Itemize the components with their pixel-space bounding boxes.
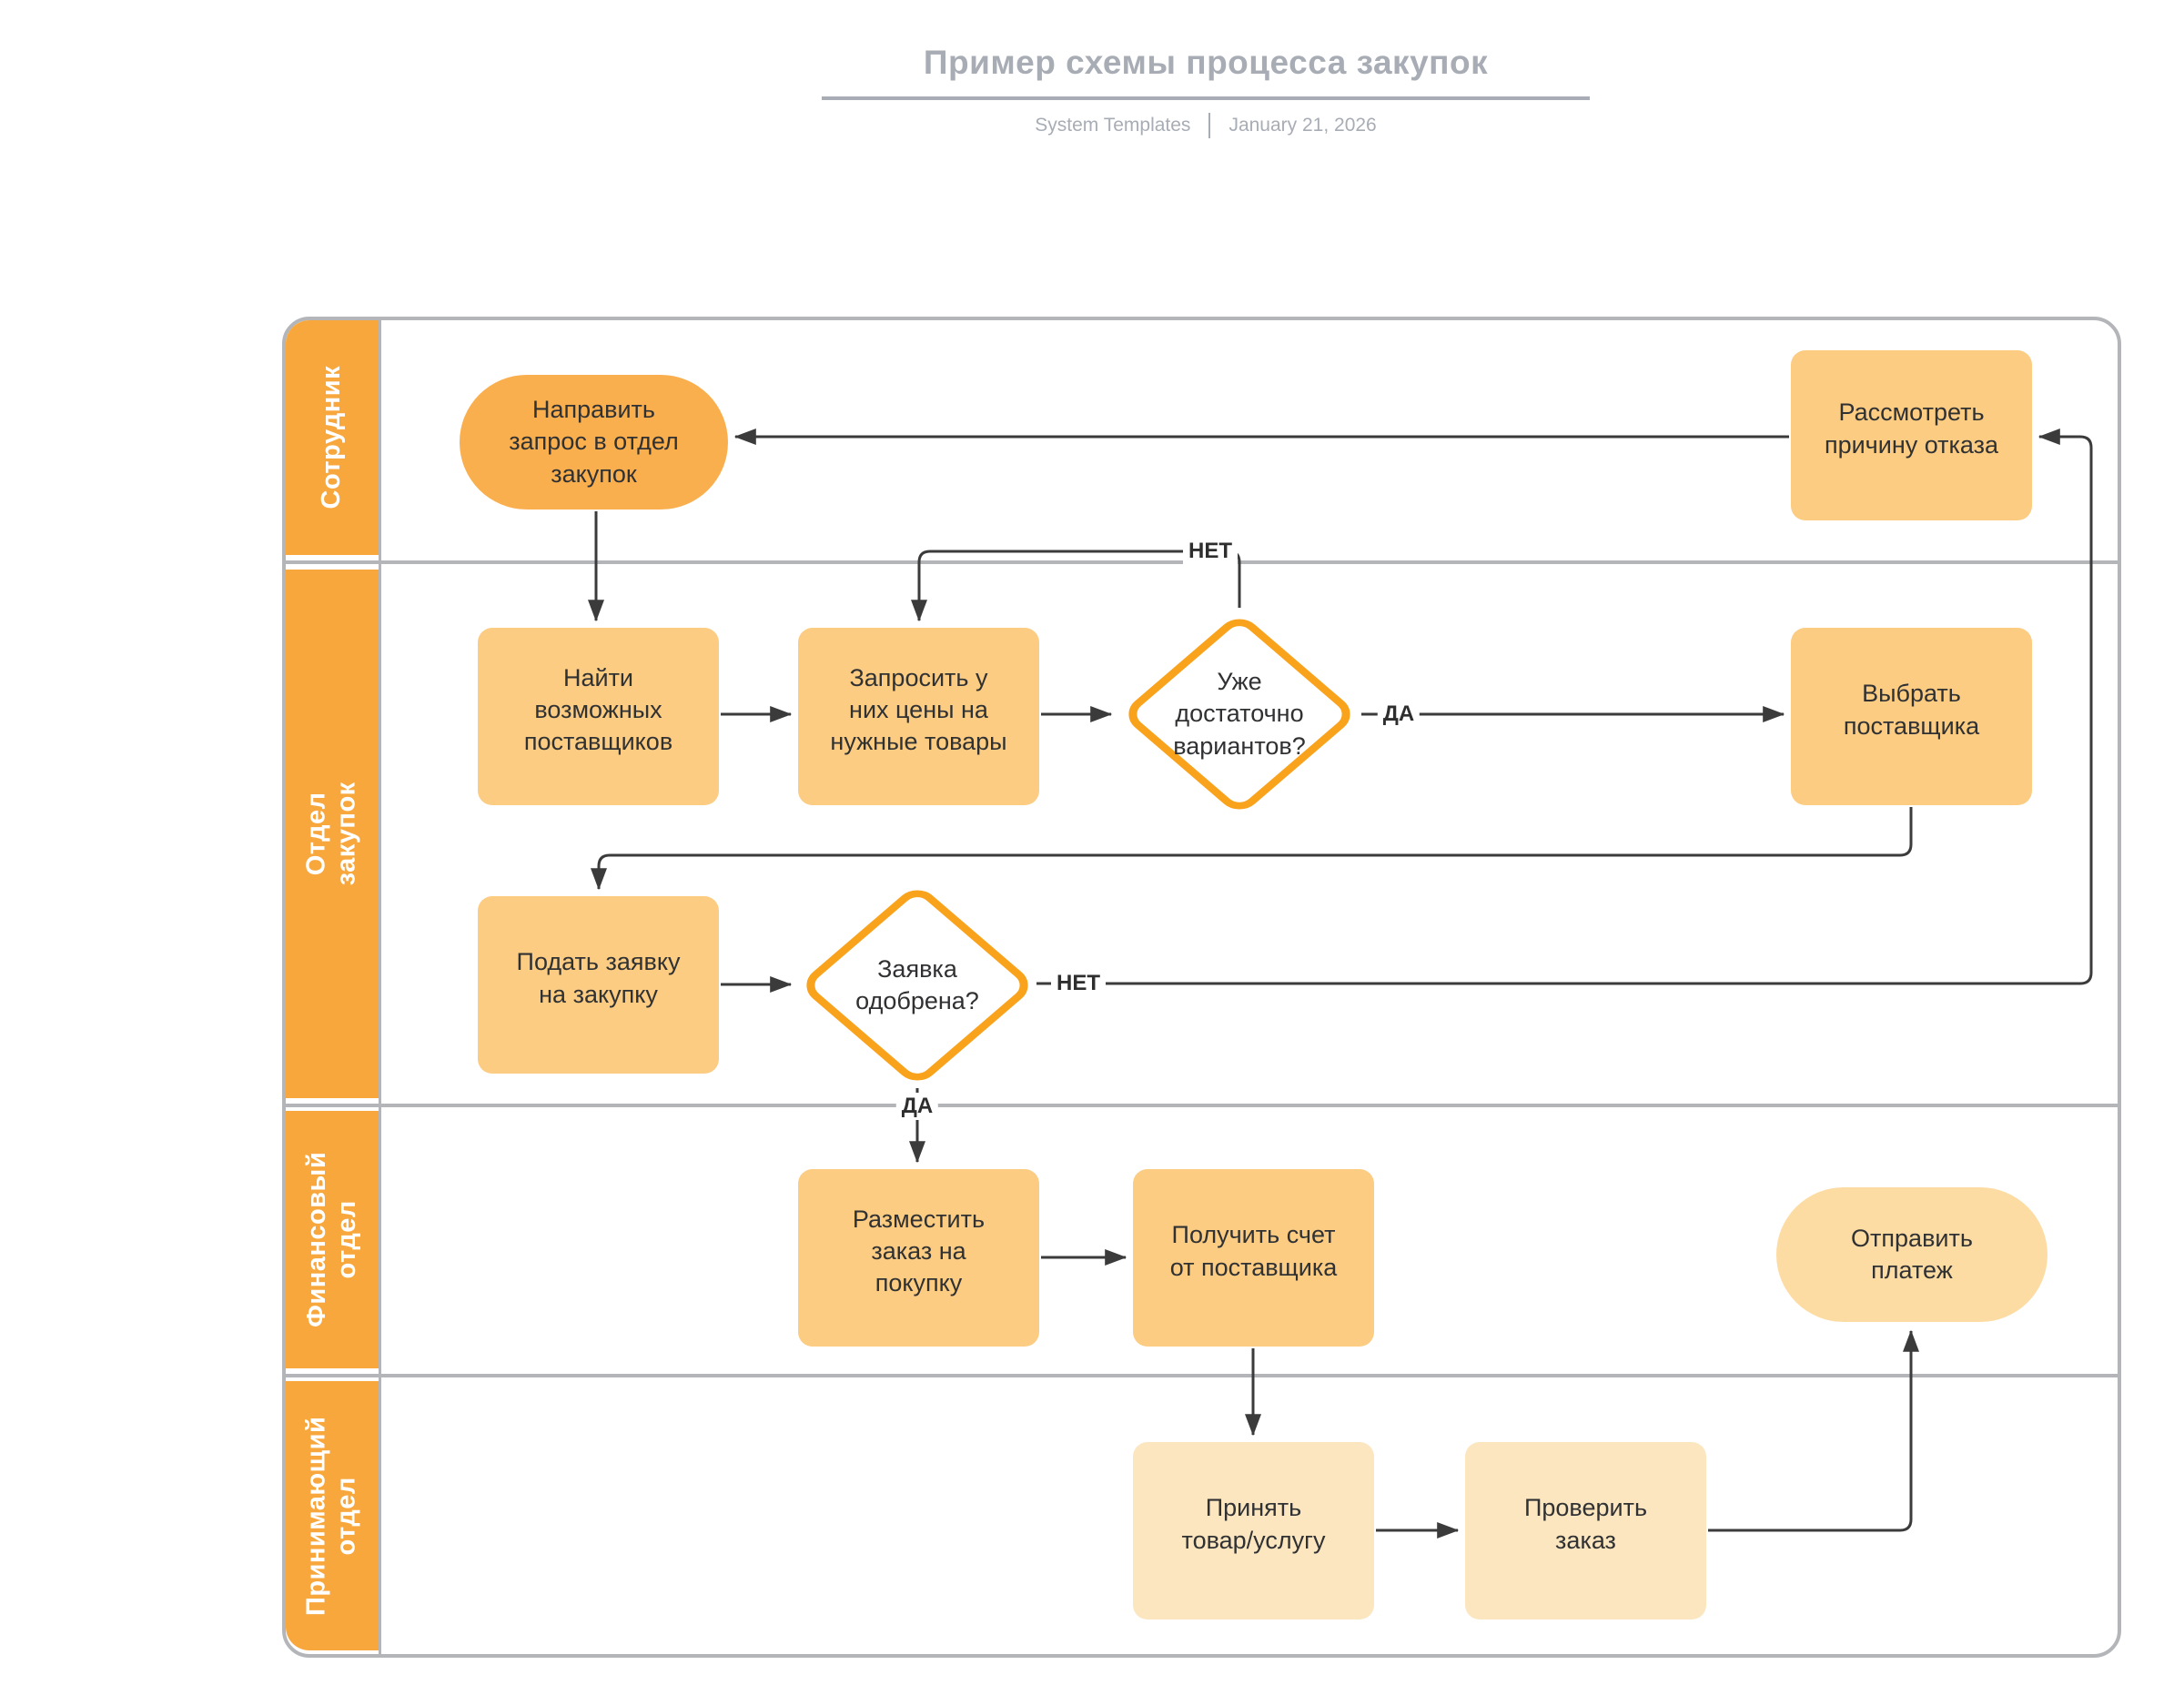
node-send-payment-label: Отправить платеж	[1851, 1224, 1973, 1284]
node-verify-order[interactable]: Проверить заказ	[1465, 1442, 1706, 1619]
page-author: System Templates	[1035, 115, 1191, 136]
node-accept-goods[interactable]: Принять товар/услугу	[1133, 1442, 1374, 1619]
decision-request-approved-label: Заявка одобрена?	[855, 954, 979, 1014]
node-find-suppliers-label: Найти возможных поставщиков	[523, 663, 673, 756]
edge-label-yes-approved: ДА	[895, 1093, 939, 1120]
node-send-payment[interactable]: Отправить платеж	[1776, 1187, 2048, 1322]
decision-request-approved[interactable]: Заявка одобрена?	[796, 881, 1038, 1090]
lane-header-finance: Финансовый отдел	[286, 1111, 379, 1368]
node-review-rejection-label: Рассмотреть причину отказа	[1824, 399, 1999, 459]
node-choose-supplier-label: Выбрать поставщика	[1843, 680, 1980, 740]
node-accept-goods-label: Принять товар/услугу	[1181, 1494, 1326, 1554]
node-start-label: Направить запрос в отдел закупок	[509, 396, 679, 488]
lane-header-separator	[379, 320, 381, 1654]
node-start[interactable]: Направить запрос в отдел закупок	[460, 375, 728, 509]
page-title: Пример схемы процесса закупок	[822, 44, 1590, 100]
node-place-order-label: Разместить заказ на покупку	[852, 1205, 986, 1297]
decision-enough-options[interactable]: Уже достаточно вариантов?	[1118, 610, 1360, 819]
node-submit-request-label: Подать заявку на закупку	[516, 948, 681, 1008]
lane-header-employee: Сотрудник	[286, 320, 379, 555]
node-find-suppliers[interactable]: Найти возможных поставщиков	[478, 628, 719, 805]
node-verify-order-label: Проверить заказ	[1523, 1494, 1648, 1554]
page-date: January 21, 2026	[1228, 115, 1377, 136]
lane-divider-2	[286, 1104, 2118, 1107]
page-header: Пример схемы процесса закупок System Tem…	[822, 44, 1590, 138]
node-review-rejection[interactable]: Рассмотреть причину отказа	[1791, 350, 2032, 520]
node-choose-supplier[interactable]: Выбрать поставщика	[1791, 628, 2032, 805]
decision-enough-options-label: Уже достаточно вариантов?	[1173, 668, 1306, 760]
lane-divider-3	[286, 1374, 2118, 1377]
lane-header-procurement: Отдел закупок	[286, 570, 379, 1098]
node-receive-invoice[interactable]: Получить счет от поставщика	[1133, 1169, 1374, 1347]
node-submit-request[interactable]: Подать заявку на закупку	[478, 896, 719, 1074]
node-receive-invoice-label: Получить счет от поставщика	[1169, 1221, 1338, 1281]
edge-label-no-approved: НЕТ	[1051, 970, 1106, 997]
node-request-prices[interactable]: Запросить у них цены на нужные товары	[798, 628, 1039, 805]
subtitle-divider	[1208, 113, 1211, 138]
edge-label-no-enough: НЕТ	[1183, 538, 1238, 565]
lane-header-receiving: Принимающий отдел	[286, 1381, 379, 1650]
edge-label-yes-enough: ДА	[1377, 701, 1421, 728]
flowchart-frame	[282, 317, 2121, 1658]
node-place-order[interactable]: Разместить заказ на покупку	[798, 1169, 1039, 1347]
node-request-prices-label: Запросить у них цены на нужные товары	[830, 663, 1007, 756]
